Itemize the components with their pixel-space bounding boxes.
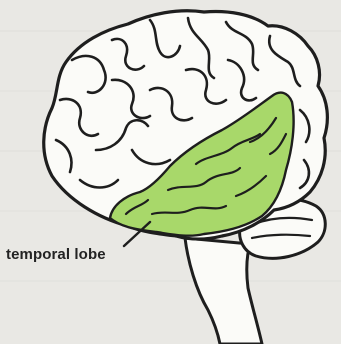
temporal-lobe-label: temporal lobe bbox=[6, 246, 106, 263]
